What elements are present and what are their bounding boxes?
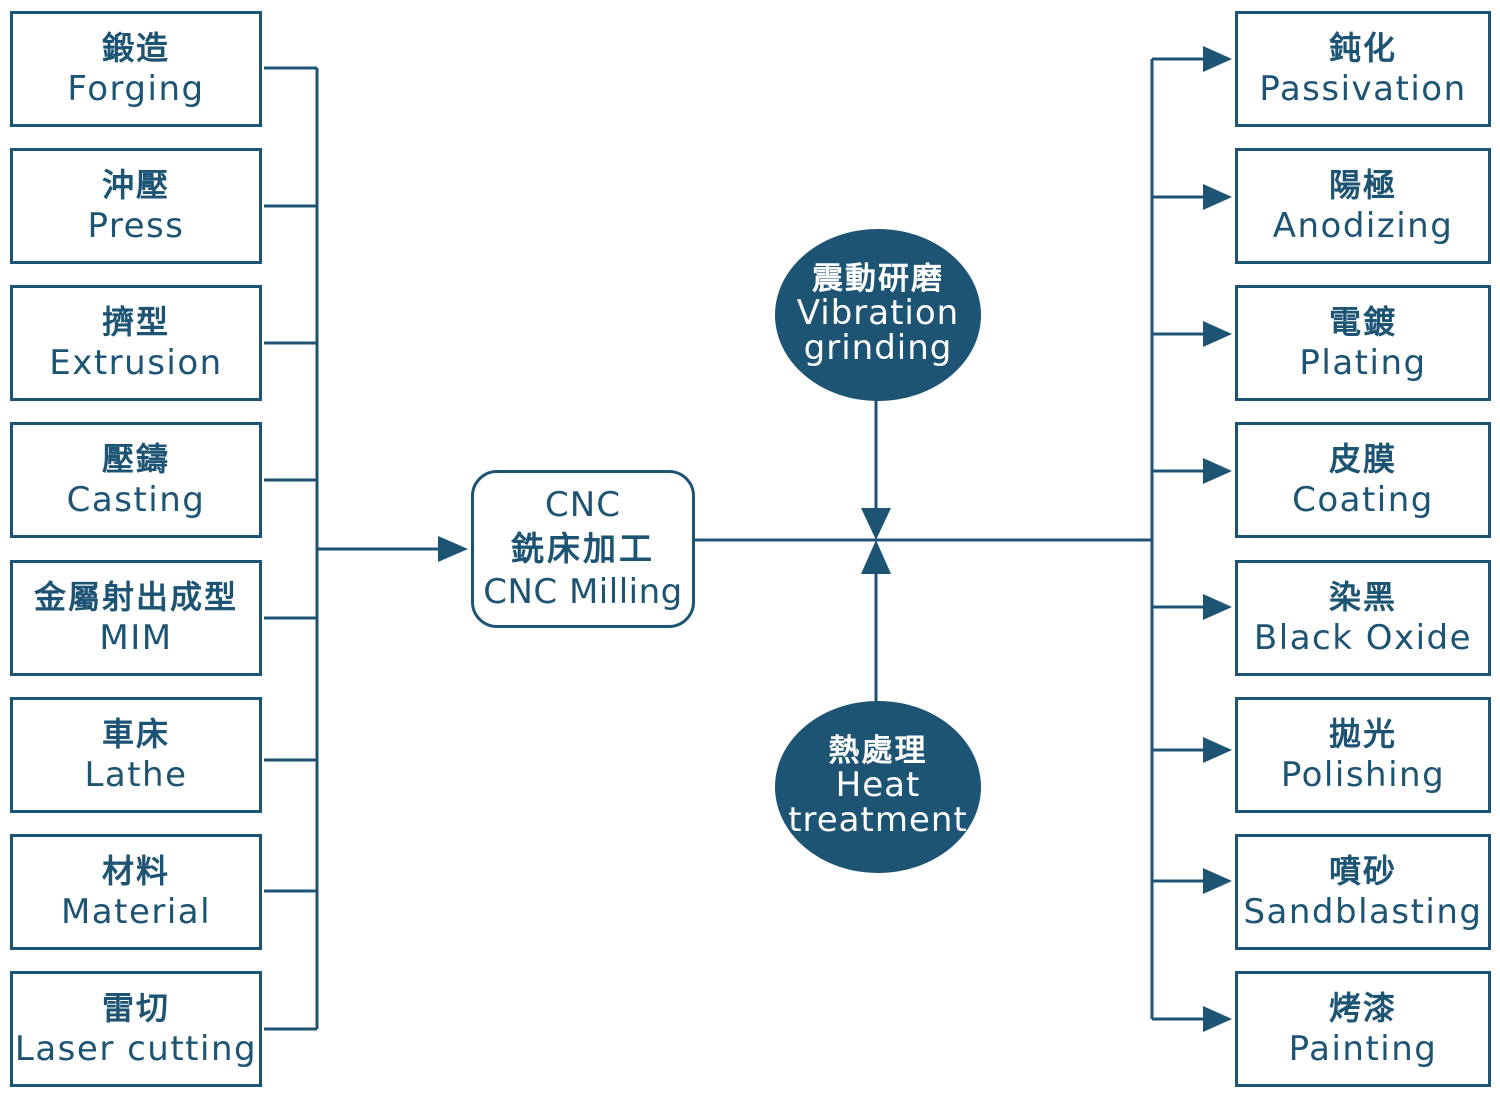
box-label-en: MIM <box>99 617 173 658</box>
box-label-en: Press <box>87 205 185 246</box>
box-label-en: Casting <box>66 479 206 520</box>
finish-box-plating: 電鍍 Plating <box>1235 285 1491 401</box>
box-label-en: Anodizing <box>1272 205 1454 246</box>
node-label-zh: 熱處理 <box>828 733 928 770</box>
finish-box-sandblasting: 噴砂 Sandblasting <box>1235 834 1491 950</box>
box-label-zh: 金屬射出成型 <box>33 577 238 616</box>
box-label-en: Sandblasting <box>1243 891 1483 932</box>
box-label-zh: 材料 <box>101 851 170 890</box>
box-label-en: Plating <box>1299 342 1427 383</box>
process-box-press: 沖壓 Press <box>10 148 262 264</box>
finish-box-painting: 烤漆 Painting <box>1235 971 1491 1087</box>
box-label-zh: 皮膜 <box>1328 439 1397 478</box>
box-label-zh: 壓鑄 <box>101 439 170 478</box>
box-label-en: Coating <box>1292 479 1434 520</box>
process-box-material: 材料 Material <box>10 834 262 950</box>
center-label-en: CNC Milling <box>483 572 683 613</box>
node-label-en: treatment <box>788 800 968 841</box>
box-label-zh: 沖壓 <box>101 165 170 204</box>
box-label-en: Passivation <box>1259 68 1467 109</box>
box-label-zh: 烤漆 <box>1328 988 1397 1027</box>
arrow-to-center <box>438 536 468 562</box>
box-label-zh: 染黑 <box>1328 577 1397 616</box>
arrow-right <box>1203 458 1232 484</box>
arrow-right <box>1203 321 1232 347</box>
process-box-forging: 鍛造 Forging <box>10 11 262 127</box>
arrow-right <box>1203 868 1232 894</box>
box-label-zh: 拋光 <box>1328 714 1397 753</box>
box-label-en: Forging <box>67 68 205 109</box>
box-label-zh: 雷切 <box>101 988 170 1027</box>
box-label-en: Painting <box>1288 1028 1438 1069</box>
process-box-laser-cutting: 雷切 Laser cutting <box>10 971 262 1087</box>
vibration-grinding-node: 震動研磨 Vibration grinding <box>775 229 981 401</box>
box-label-zh: 噴砂 <box>1328 851 1397 890</box>
process-box-extrusion: 擠型 Extrusion <box>10 285 262 401</box>
arrow-right <box>1203 737 1232 763</box>
node-label-en: Heat <box>835 764 921 805</box>
arrow-right <box>1203 594 1232 620</box>
box-label-zh: 陽極 <box>1328 165 1397 204</box>
arrow-right <box>1203 1006 1232 1032</box>
finish-box-anodizing: 陽極 Anodizing <box>1235 148 1491 264</box>
process-box-mim: 金屬射出成型 MIM <box>10 560 262 676</box>
finish-box-passivation: 鈍化 Passivation <box>1235 11 1491 127</box>
box-label-zh: 鍛造 <box>101 28 170 67</box>
finish-box-coating: 皮膜 Coating <box>1235 422 1491 538</box>
node-label-zh: 震動研磨 <box>812 261 944 298</box>
arrow-down-to-junction <box>861 508 891 540</box>
box-label-en: Material <box>60 891 212 932</box>
finish-box-polishing: 拋光 Polishing <box>1235 697 1491 813</box>
box-label-zh: 擠型 <box>101 302 170 341</box>
finish-box-black-oxide: 染黑 Black Oxide <box>1235 560 1491 676</box>
process-box-lathe: 車床 Lathe <box>10 697 262 813</box>
box-label-en: Laser cutting <box>14 1028 258 1069</box>
box-label-zh: 電鍍 <box>1328 302 1397 341</box>
box-label-en: Black Oxide <box>1253 617 1473 658</box>
arrow-up-to-junction <box>861 540 891 574</box>
arrow-right <box>1203 184 1232 210</box>
box-label-en: Lathe <box>84 754 188 795</box>
box-label-en: Polishing <box>1280 754 1446 795</box>
heat-treatment-node: 熱處理 Heat treatment <box>775 701 981 873</box>
box-label-en: Extrusion <box>49 342 223 383</box>
node-label-en: grinding <box>803 328 953 369</box>
node-label-en: Vibration <box>796 292 960 333</box>
center-label-cnc: CNC <box>545 485 621 526</box>
box-label-zh: 車床 <box>101 714 170 753</box>
center-label-zh: 銑床加工 <box>511 528 655 568</box>
process-box-casting: 壓鑄 Casting <box>10 422 262 538</box>
box-label-zh: 鈍化 <box>1328 28 1397 67</box>
cnc-milling-box: CNC 銑床加工 CNC Milling <box>471 470 695 628</box>
arrow-right <box>1203 46 1232 72</box>
